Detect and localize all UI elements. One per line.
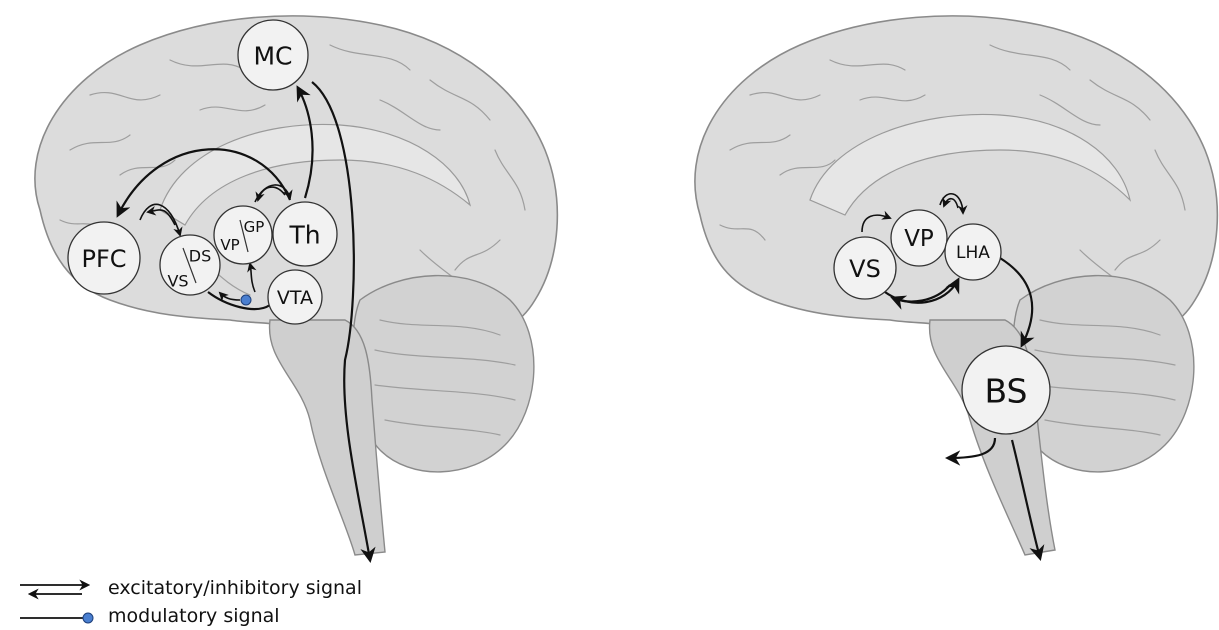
node-striatum: DS VS	[160, 235, 220, 295]
node-vs-right: VS	[834, 237, 896, 299]
right-brain	[695, 16, 1217, 555]
node-ds-label: DS	[189, 247, 211, 266]
node-lha: LHA	[945, 224, 1001, 280]
node-bs-label: BS	[984, 372, 1027, 411]
node-vp-right: VP	[891, 210, 947, 266]
left-cerebellum	[353, 276, 534, 472]
node-gp-label: GP	[244, 218, 265, 236]
node-pallidum: GP VP	[214, 206, 272, 264]
node-th: Th	[273, 202, 337, 266]
node-th-label: Th	[288, 221, 320, 250]
modulatory-dot	[241, 295, 251, 305]
node-vta: VTA	[268, 270, 322, 324]
node-vta-label: VTA	[277, 287, 313, 309]
node-mc-label: MC	[253, 42, 292, 71]
legend-excitatory-label: excitatory/inhibitory signal	[108, 577, 362, 599]
legend-modulatory: modulatory signal	[20, 605, 280, 627]
node-vs-label-left: VS	[167, 272, 188, 291]
node-vp-label-right: VP	[904, 226, 934, 252]
node-mc: MC	[238, 20, 308, 90]
node-vp-label-left: VP	[220, 236, 239, 254]
legend: excitatory/inhibitory signal modulatory …	[20, 577, 362, 627]
legend-excitatory: excitatory/inhibitory signal	[20, 577, 362, 599]
node-vs-label-right: VS	[849, 255, 881, 283]
legend-modulatory-dot	[83, 613, 93, 623]
node-pfc: PFC	[68, 222, 140, 294]
legend-modulatory-label: modulatory signal	[108, 605, 280, 627]
node-bs: BS	[962, 346, 1050, 434]
node-lha-label: LHA	[956, 243, 990, 263]
node-pfc-label: PFC	[81, 245, 126, 273]
